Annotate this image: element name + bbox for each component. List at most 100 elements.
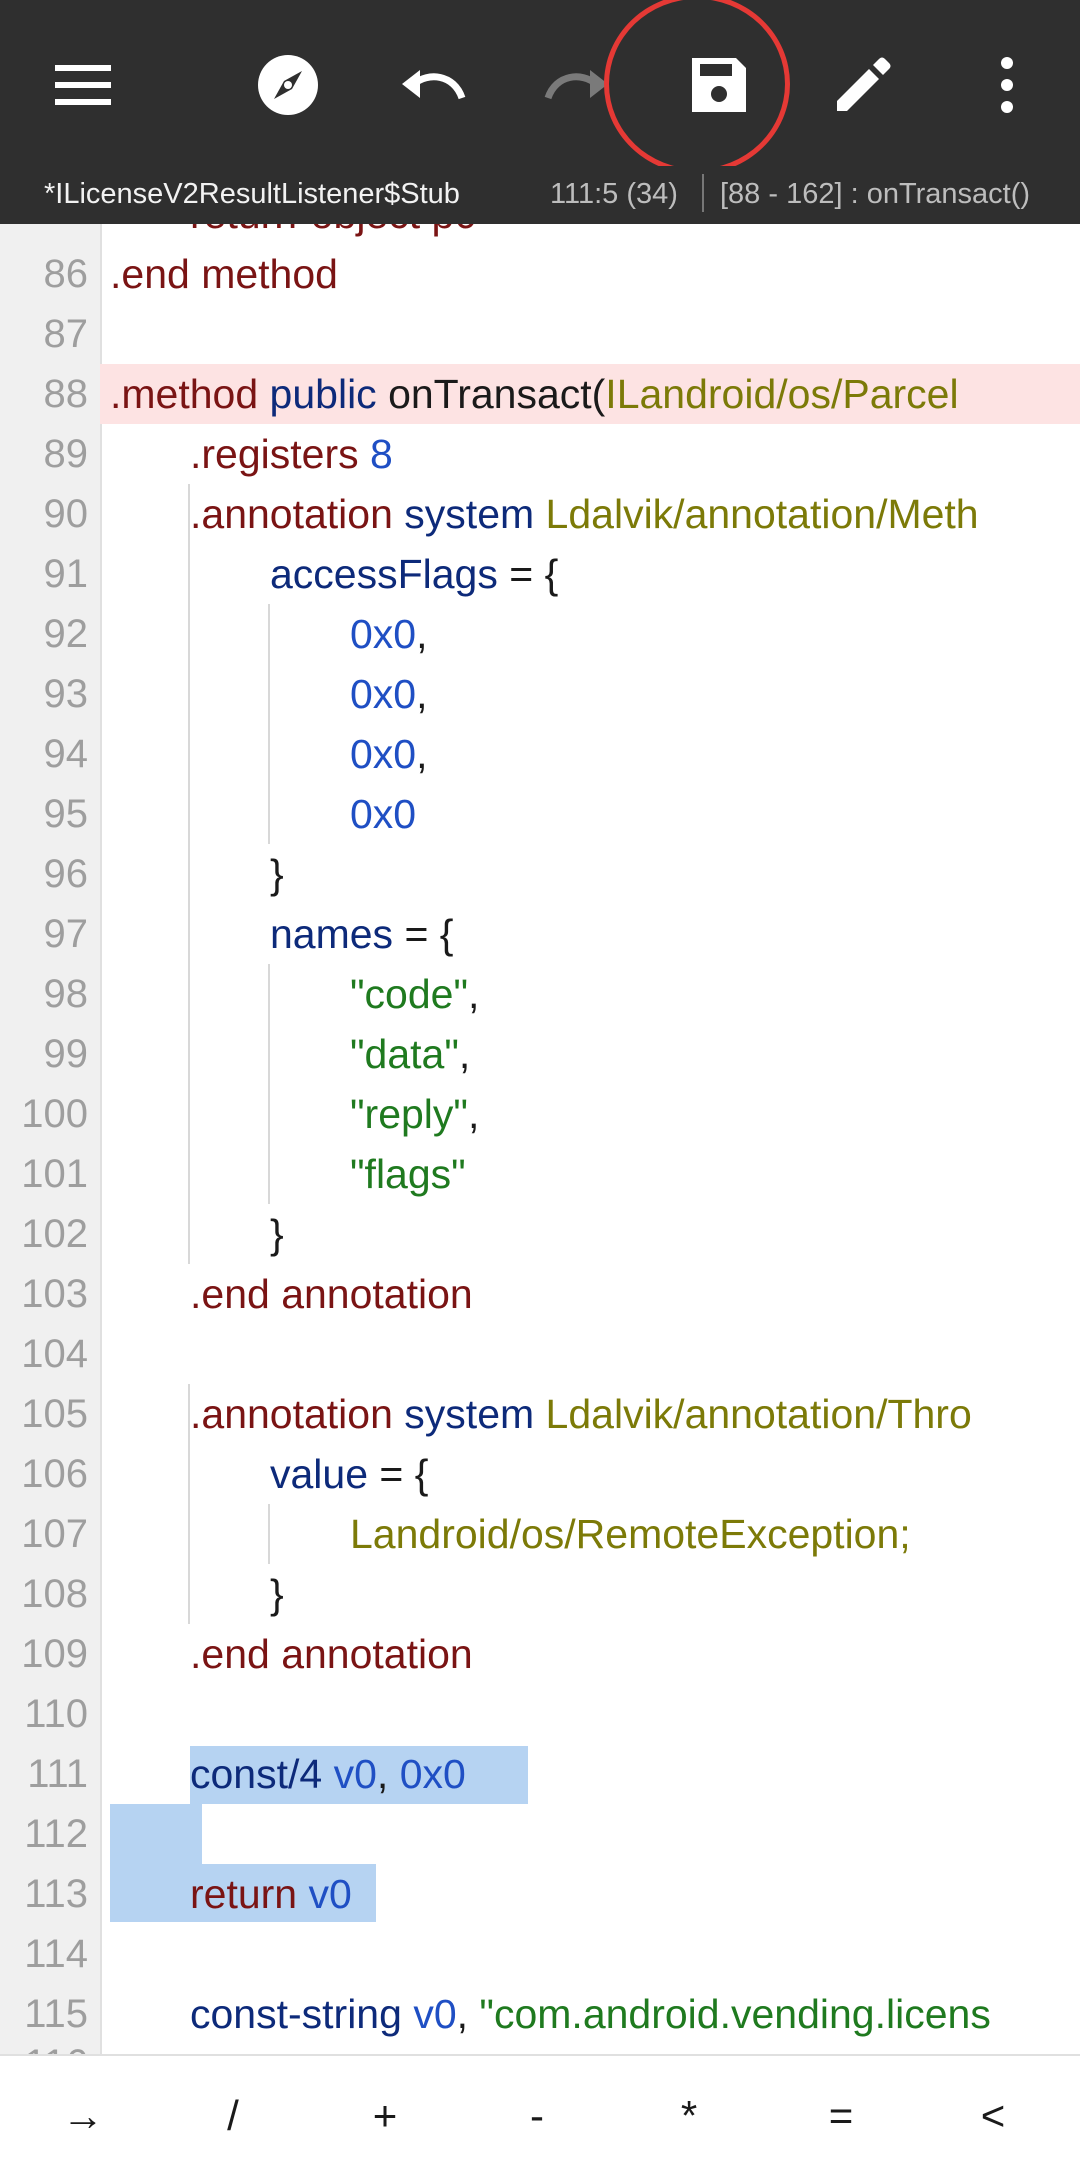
cursor-position: 111:5 (34) — [550, 178, 678, 210]
compass-icon — [258, 55, 318, 115]
method-range[interactable]: [88 - 162] : onTransact() — [720, 178, 1031, 210]
code-text: } — [270, 844, 284, 904]
undo-icon — [402, 70, 466, 100]
code-token: .method — [110, 371, 259, 417]
code-text: value = { — [270, 1444, 428, 1504]
code-token: const-string — [190, 1991, 402, 2037]
code-token: , — [458, 1031, 471, 1077]
save-button[interactable] — [664, 30, 774, 140]
code-line[interactable]: 89.registers 8 — [0, 424, 1080, 484]
code-token: 8 — [358, 431, 393, 477]
code-token: ILandroid/os/Parcel — [605, 371, 959, 417]
symbol-key[interactable]: - — [530, 2092, 544, 2139]
code-token: v0 — [401, 1991, 457, 2037]
code-line[interactable]: 102} — [0, 1204, 1080, 1264]
line-number: 110 — [24, 1692, 88, 1736]
code-token: annotation — [269, 1631, 473, 1677]
code-line[interactable]: 90.annotation system Ldalvik/annotation/… — [0, 484, 1080, 544]
redo-icon — [544, 70, 608, 100]
status-bar: *ILicenseV2ResultListener$Stub 111:5 (34… — [0, 166, 1080, 224]
code-token: accessFlags — [270, 551, 498, 597]
code-text: "flags" — [350, 1144, 466, 1204]
code-token: .annotation — [190, 491, 393, 537]
line-number: 101 — [21, 1152, 88, 1196]
code-editor[interactable]: return-object p0 86.end method8788.metho… — [0, 224, 1080, 2054]
code-line[interactable]: 99"data", — [0, 1024, 1080, 1084]
line-number: 112 — [24, 1812, 88, 1856]
line-number: 102 — [21, 1212, 88, 1256]
undo-button[interactable] — [378, 30, 488, 140]
code-line[interactable]: 100"reply", — [0, 1084, 1080, 1144]
code-line[interactable]: 96} — [0, 844, 1080, 904]
line-number: 103 — [21, 1272, 88, 1316]
file-name: *ILicenseV2ResultListener$Stub — [44, 178, 460, 210]
code-text: .method public onTransact(ILandroid/os/P… — [110, 364, 959, 424]
line-number: 93 — [43, 672, 89, 716]
toolbar — [0, 0, 1080, 174]
code-text: return v0 — [190, 1864, 352, 1924]
code-line[interactable]: 101 "flags" — [0, 1144, 1080, 1204]
code-line[interactable]: 109.end annotation — [0, 1624, 1080, 1684]
code-line[interactable]: 110 — [0, 1684, 1080, 1744]
line-number: 111 — [27, 1752, 88, 1796]
code-line[interactable]: 103 .end annotation — [0, 1264, 1080, 1324]
symbol-key[interactable]: = — [828, 2092, 854, 2139]
code-line[interactable]: 113 return v0 — [0, 1864, 1080, 1924]
line-number: 92 — [43, 612, 89, 656]
line-number: 113 — [24, 1872, 88, 1916]
edit-button[interactable] — [808, 30, 918, 140]
code-token: 0x0 — [399, 1751, 466, 1797]
code-line[interactable]: 87 — [0, 304, 1080, 364]
code-token: } — [270, 1211, 284, 1257]
code-line[interactable]: 108} — [0, 1564, 1080, 1624]
more-vert-icon — [1001, 57, 1013, 113]
symbol-key[interactable]: → — [62, 2092, 104, 2139]
line-number: 104 — [21, 1332, 88, 1376]
text-selection — [110, 1864, 376, 1922]
code-line[interactable]: 98"code", — [0, 964, 1080, 1024]
code-line[interactable]: 114 — [0, 1924, 1080, 1984]
symbol-key[interactable]: / — [227, 2092, 239, 2139]
line-number: 100 — [21, 1092, 88, 1136]
code-token: Ldalvik/annotation/Meth — [534, 491, 979, 537]
code-token: public — [258, 371, 377, 417]
code-token: 0x0 — [350, 611, 417, 657]
symbol-key[interactable]: < — [980, 2092, 1006, 2139]
line-number: 98 — [43, 972, 89, 1016]
symbol-key[interactable]: * — [680, 2092, 698, 2139]
more-button[interactable] — [952, 30, 1062, 140]
symbol-key[interactable]: + — [372, 2092, 398, 2139]
redo-button[interactable] — [522, 30, 632, 140]
code-text: names = { — [270, 904, 453, 964]
code-line[interactable]: 86.end method — [0, 244, 1080, 304]
navigate-button[interactable] — [233, 30, 343, 140]
symbol-key-bar: → / + - * = < — [0, 2054, 1080, 2176]
menu-button[interactable] — [28, 30, 138, 140]
code-token: .registers — [190, 431, 359, 477]
code-line[interactable]: 88.method public onTransact(ILandroid/os… — [44, 364, 1080, 424]
code-token: } — [270, 1571, 284, 1617]
code-token: onTransact( — [376, 371, 606, 417]
code-line[interactable]: 105.annotation system Ldalvik/annotation… — [0, 1384, 1080, 1444]
code-text: accessFlags = { — [270, 544, 558, 604]
code-token: "com.android.vending.licens — [479, 1991, 991, 2037]
indent-guide — [188, 1384, 190, 1624]
code-token: .end — [110, 251, 190, 297]
code-token: , — [468, 971, 480, 1017]
code-line[interactable]: 104 — [0, 1324, 1080, 1384]
code-token: = { — [368, 1451, 429, 1497]
code-line[interactable]: 112 — [0, 1804, 1080, 1864]
code-text: .end annotation — [190, 1264, 473, 1324]
code-token: , — [416, 671, 428, 717]
code-text: const-string v0, "com.android.vending.li… — [190, 1984, 991, 2044]
